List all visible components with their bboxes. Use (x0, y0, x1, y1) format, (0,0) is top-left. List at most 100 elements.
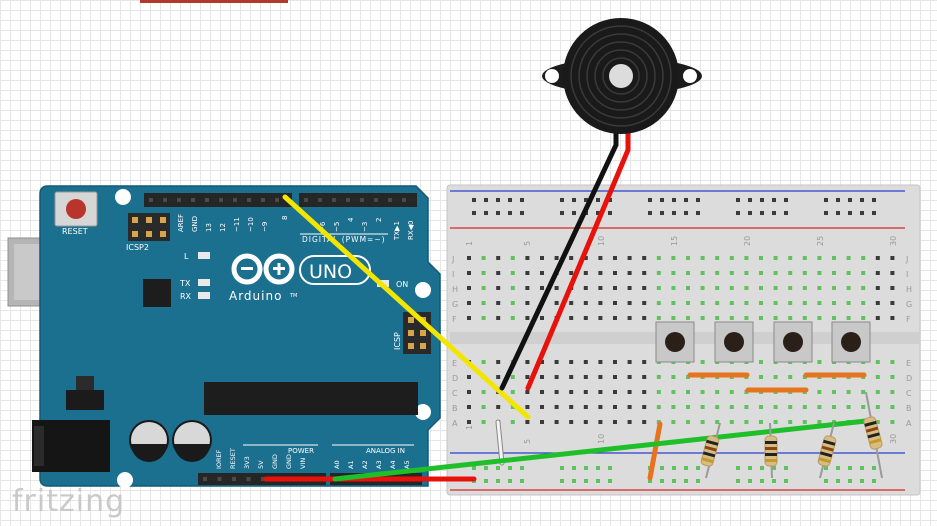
breadboard-hole (496, 271, 501, 275)
rail-hole (672, 479, 676, 483)
breadboard-hole (817, 360, 822, 364)
breadboard-hole (686, 271, 690, 275)
breadboard-hole (890, 375, 895, 379)
resistor-4[interactable] (863, 391, 883, 479)
row-letter-h-right: H (906, 285, 912, 294)
wire-yellow-pin8[interactable] (282, 194, 531, 420)
breadboard-hole (525, 301, 530, 305)
breadboard-hole (642, 316, 647, 320)
breadboard-hole (686, 390, 690, 394)
breadboard-hole (788, 286, 793, 290)
rail-hole (608, 198, 612, 202)
breadboard-hole (540, 405, 544, 409)
breadboard-hole (642, 286, 647, 290)
pin-label-aref: AREF (177, 214, 185, 232)
wire-green-a0[interactable] (332, 418, 869, 482)
breadboard-hole (759, 405, 763, 409)
breadboard-hole (802, 256, 807, 260)
breadboard-hole (875, 375, 880, 379)
breadboard-hole (700, 286, 705, 290)
breadboard-hole (627, 286, 632, 290)
col-num-10-bottom: 10 (597, 434, 606, 444)
wire-black-buzzer[interactable] (499, 127, 619, 391)
resistor-1[interactable] (700, 422, 721, 479)
arduino-uno-board: RESET ICSP2 AREF GND 13 12 ~11 ~10 ~9 8 … (7, 185, 441, 488)
rail-hole (696, 198, 700, 202)
breadboard-hole (525, 405, 530, 409)
breadboard-hole (890, 420, 895, 424)
breadboard-hole (686, 375, 690, 379)
col-num-1: 1 (465, 241, 474, 246)
rail-hole (736, 211, 740, 215)
pin-label-10: ~10 (247, 217, 255, 232)
breadboard-hole (481, 420, 486, 424)
breadboard-hole (715, 256, 720, 260)
resistor-3[interactable] (817, 422, 837, 479)
breadboard-hole (788, 405, 793, 409)
piezo-buzzer[interactable] (542, 18, 702, 134)
breadboard-hole (583, 375, 588, 379)
rail-hole (748, 466, 752, 470)
resistor-2[interactable] (764, 422, 778, 479)
wire-orange-to-rail[interactable] (647, 421, 663, 481)
breadboard-hole (642, 405, 647, 409)
push-button-4[interactable] (831, 321, 871, 363)
breadboard-hole (817, 390, 822, 394)
breadboard-hole (583, 390, 588, 394)
logo-minus-sign (241, 267, 253, 270)
breadboard-hole (759, 316, 763, 320)
breadboard-hole (510, 286, 515, 290)
breadboard-hole (569, 271, 574, 275)
breadboard-hole (671, 271, 676, 275)
breadboard-hole (510, 375, 515, 379)
row-letter-a-right: A (906, 419, 912, 428)
arduino-infinity-logo (231, 253, 295, 285)
reset-label: RESET (62, 227, 88, 236)
breadboard-hole (715, 405, 720, 409)
breadboard-hole (846, 316, 851, 320)
breadboard-hole (773, 375, 778, 379)
usb-chip (143, 279, 171, 307)
wire-white[interactable] (496, 420, 504, 465)
breadboard-hole (496, 286, 501, 290)
breadboard-hole (686, 316, 690, 320)
breadboard-hole (540, 420, 544, 424)
rail-hole (860, 466, 864, 470)
breadboard-hole (598, 256, 603, 260)
breadboard-hole (481, 286, 486, 290)
push-button-1[interactable] (655, 321, 695, 363)
digital-header-right (299, 193, 417, 207)
breadboard-hole (481, 271, 486, 275)
row-letter-e-right: E (906, 359, 911, 368)
breadboard-hole (467, 271, 471, 275)
mounting-hole-right-bottom (415, 404, 431, 420)
rail-hole (560, 198, 564, 202)
breadboard-hole (773, 286, 778, 290)
row-letter-f-right: F (906, 315, 911, 324)
voltage-regulator-body (76, 376, 94, 390)
rail-hole (660, 479, 664, 483)
breadboard-hole (481, 390, 486, 394)
rail-hole (496, 479, 500, 483)
wire-red-buzzer[interactable] (525, 127, 631, 391)
row-letter-i: I (452, 270, 454, 279)
rail-hole (684, 479, 688, 483)
push-button-3[interactable] (773, 321, 813, 363)
rail-hole (784, 479, 788, 483)
push-button-2[interactable] (714, 321, 754, 363)
pin-label-9: ~9 (261, 222, 269, 232)
breadboard-hole (583, 420, 588, 424)
voltage-regulator-tab (66, 390, 104, 410)
rail-hole (760, 211, 764, 215)
pin-label-a4: A4 (389, 460, 397, 469)
breadboard-hole (598, 420, 603, 424)
rail-hole (472, 466, 476, 470)
breadboard-hole (802, 286, 807, 290)
breadboard-hole (569, 256, 574, 260)
col-num-5: 5 (523, 241, 532, 246)
reset-button[interactable] (66, 199, 86, 219)
digital-pin-hole (402, 198, 406, 202)
breadboard-hole (598, 375, 603, 379)
breadboard-hole (744, 271, 749, 275)
breadboard-hole (481, 316, 486, 320)
